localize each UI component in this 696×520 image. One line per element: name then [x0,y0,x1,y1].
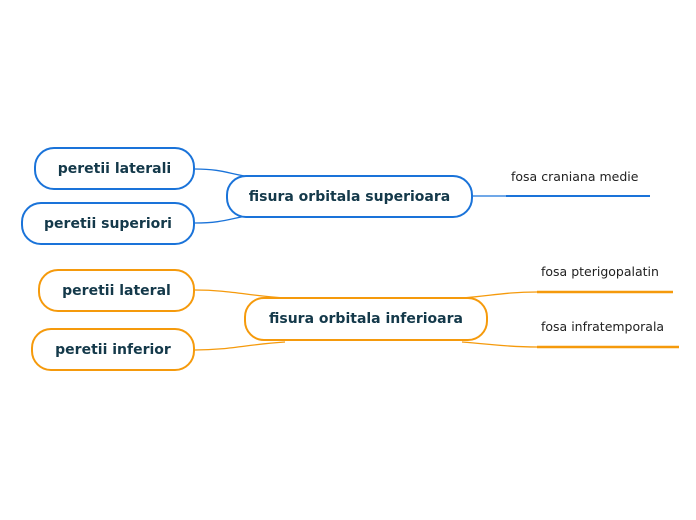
node-peretii-superiori[interactable]: peretii superiori [21,202,195,245]
leaf-fosa-craniana-medie[interactable]: fosa craniana medie [511,169,639,184]
connector-inferior [194,341,286,351]
node-peretii-lateral[interactable]: peretii lateral [38,269,195,312]
leaf-fosa-infratemporala[interactable]: fosa infratemporala [541,319,665,334]
leaf-fosa-pterigopalatin[interactable]: fosa pterigopalatin [541,264,659,279]
node-peretii-inferior[interactable]: peretii inferior [31,328,195,371]
connector-infratemporala [461,341,538,348]
central-node-inferior[interactable]: fisura orbitala inferioara [244,297,488,341]
node-peretii-laterali[interactable]: peretii laterali [34,147,195,190]
central-node-superior[interactable]: fisura orbitala superioara [226,175,473,218]
